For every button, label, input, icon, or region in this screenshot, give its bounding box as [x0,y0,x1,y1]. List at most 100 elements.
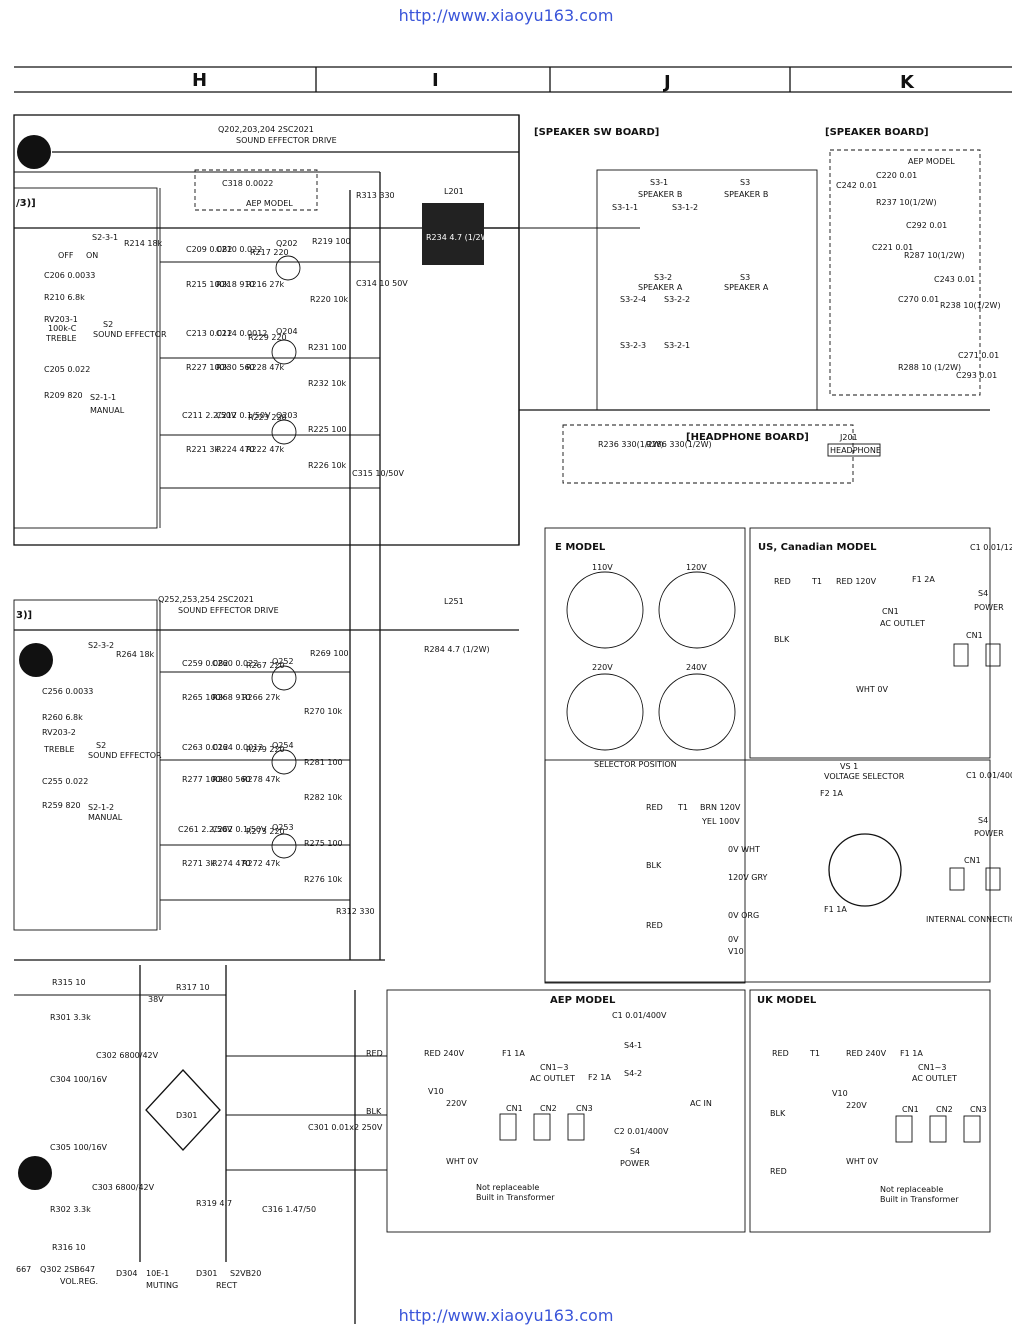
resistor-label: R273 220 [246,827,285,836]
selector-dial [566,571,644,649]
aep-model-title: AEP MODEL [550,995,616,1006]
resistor-label: R217 220 [250,248,289,257]
transistor-symbol [271,665,297,691]
resistor-label: R269 100 [310,649,349,658]
vs-part: C1 0.01/400V [966,771,1012,780]
speaker-sw-part: SPEAKER A [724,283,769,292]
switch-label: S2 [103,320,113,329]
resistor-label: R274 470 [212,859,251,868]
speaker-sw-part: S3 [740,178,750,187]
speaker-title: [SPEAKER BOARD] [825,127,929,138]
power-part: C316 1.47/50 [262,1205,316,1214]
power-part: 38V [148,995,164,1004]
bottom-row-part: RECT [216,1281,237,1290]
selector-dial [566,673,644,751]
speaker-sw-part: S3-1-1 [612,203,638,212]
resistor-label: R216 27k [246,280,285,289]
note-line: Not replaceable [880,1185,943,1194]
power-part: C302 6800/42V [96,1051,159,1060]
capacitor-label: C213 0.012 [186,329,232,338]
switch-label: S2-1-1 [90,393,116,402]
switch-label: RV203-2 [42,728,76,737]
vs-part: BLK [646,861,662,870]
uk-part: F1 1A [900,1049,923,1058]
terminal-dot [19,643,53,677]
grid-col-i: I [432,70,439,91]
resistor-label: R215 100k [186,280,230,289]
voltage-label: 110V [592,563,613,572]
resistor-label: R210 6.8k [44,293,85,302]
resistor-label: R209 820 [44,391,83,400]
grid-col-j: J [662,72,671,93]
l251-label: L251 [444,597,464,606]
resistor-label: R272 47k [242,859,281,868]
aep-part: 220V [446,1099,467,1108]
grid-col-k: K [900,72,915,93]
resistor-label: R225 100 [308,425,347,434]
vs-part: 0V WHT [728,845,760,854]
vs-part: INTERNAL CONNECTION [926,915,1012,924]
resistor-label: R227 100k [186,363,230,372]
speaker-sw-labels: S3-1 SPEAKER B S3 SPEAKER B S3-1-1 S3-1-… [612,178,769,350]
outlet-symbol [929,1115,947,1143]
capacitor-label: C205 0.022 [44,365,90,374]
us-part: BLK [774,635,790,644]
capacitor-label: C264 0.0012 [212,743,263,752]
speaker-sw-part: S3-2-3 [620,341,646,350]
outlet-symbol [985,643,1001,667]
capacitor-label: C259 0.082 [182,659,228,668]
transistor-symbol [271,339,297,365]
capacitor-label: C315 10/50V [352,469,404,478]
headphone-jack-label: HEADPHONE [830,446,881,455]
bottom-row-part: 10E-1 [146,1269,169,1278]
switch-label: OFF [58,251,74,260]
resistor-label: R229 220 [248,333,287,342]
bottom-row-part: MUTING [146,1281,178,1290]
switch-label: SOUND EFFECTOR [93,330,167,339]
outlet-symbol [985,867,1001,891]
uk-part: 220V [846,1101,867,1110]
selector-dial [658,571,736,649]
note-line: Not replaceable [476,1183,539,1192]
resistor-label: R279 220 [246,745,285,754]
speaker-sw-part: SPEAKER B [638,190,682,199]
us-part: CN1 [882,607,899,616]
url-top: http://www.xiaoyu163.com [398,6,614,25]
speaker-sw-title: [SPEAKER SW BOARD] [534,127,659,138]
power-part: C305 100/16V [50,1143,108,1152]
aep-part: V10 [428,1087,444,1096]
resistor-label: R275 100 [304,839,343,848]
uk-part: T1 [809,1049,820,1058]
power-part: D301 [176,1111,197,1120]
power-labels: R315 10 R317 10 R301 3.3k C302 6800/42V … [50,978,383,1252]
capacitor-label: C212 0.1/50V [216,411,271,420]
resistor-label: R260 6.8k [42,713,83,722]
vs1-title: VS 1 [840,762,858,771]
us-part: F1 2A [912,575,935,584]
selector-dial [658,673,736,751]
us-part: WHT 0V [856,685,888,694]
capacitor-label: C314 10 50V [356,279,408,288]
voltage-label: 120V [686,563,707,572]
resistor-label: R278 47k [242,775,281,784]
aep-part: CN1 [506,1104,523,1113]
power-part: C303 6800/42V [92,1183,155,1192]
switch-label: S2 [96,741,106,750]
us-part: S4 [978,589,988,598]
uk-part: RED 240V [846,1049,887,1058]
switch-label: 100k-C [48,324,77,333]
transistor-label: Q202 [276,239,298,248]
url-bottom: http://www.xiaoyu163.com [398,1306,614,1325]
capacitor-label: C211 2.2/50V [182,411,237,420]
resistor-label: R313 330 [356,191,395,200]
us-part: POWER [974,603,1004,612]
aep-part: C1 0.01/400V [612,1011,667,1020]
bottom-row-part: 667 [16,1265,31,1274]
speaker-part: R238 10(1/2W) [940,301,1001,310]
power-part: R301 3.3k [50,1013,91,1022]
uk-part: V10 [832,1089,848,1098]
vs-part: 0V ORG [728,911,759,920]
resistor-label: R267 220 [246,661,285,670]
transistor-label: Q252 [272,657,294,666]
